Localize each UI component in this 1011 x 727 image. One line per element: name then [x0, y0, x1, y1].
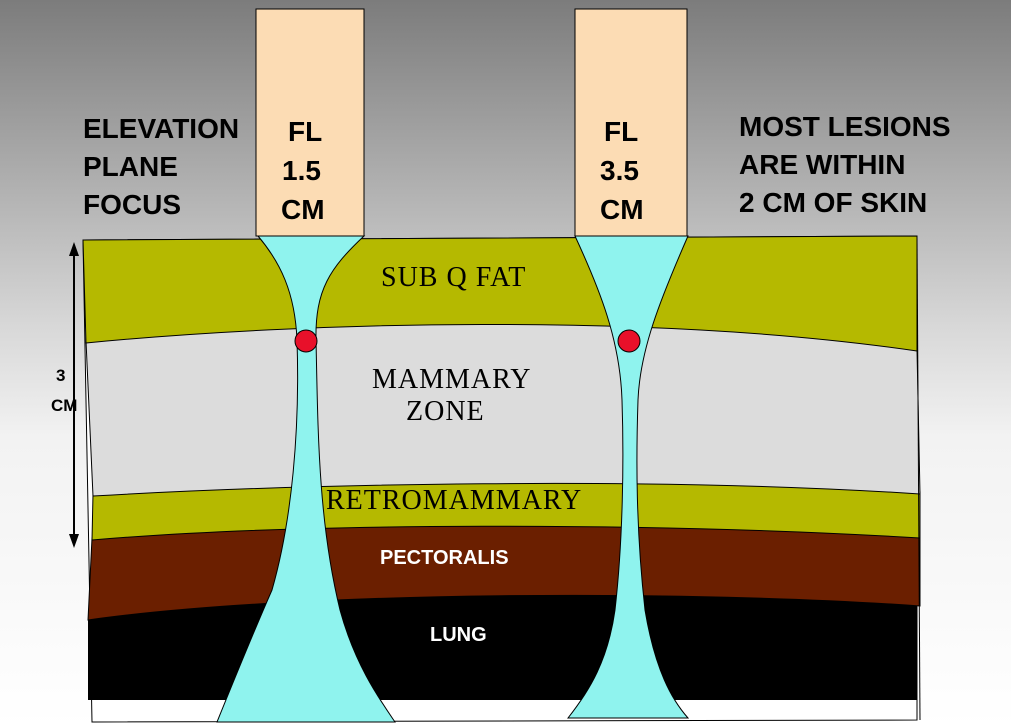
layer-label-pectoralis: PECTORALIS — [380, 547, 509, 569]
layer-lung — [88, 594, 917, 700]
depth-label-unit: CM — [51, 396, 78, 415]
transducer-left-fl: FL — [288, 116, 323, 147]
beam-right — [566, 235, 690, 719]
transducer-left-value: 1.5 — [282, 155, 321, 186]
layer-label-subq-fat: SUB Q FAT — [381, 262, 527, 293]
left-label-line3: FOCUS — [83, 189, 181, 220]
depth-arrow-head-bottom — [69, 534, 79, 548]
right-label-line1: MOST LESIONS — [739, 111, 951, 142]
block-right-edge — [916, 235, 921, 721]
depth-label-value: 3 — [56, 366, 66, 385]
left-label-line1: ELEVATION — [83, 113, 240, 144]
layer-label-mammary: MAMMARY — [372, 364, 532, 395]
layer-label-lung: LUNG — [430, 624, 487, 646]
depth-arrow-head-top — [69, 242, 79, 256]
left-label-line2: PLANE — [83, 151, 178, 182]
layer-label-zone: ZONE — [406, 396, 485, 427]
right-label-line2: ARE WITHIN — [739, 149, 906, 180]
transducer-left-unit: CM — [281, 194, 325, 225]
transducer-right — [574, 8, 688, 237]
lesion-right — [617, 329, 641, 353]
layer-mammary-zone — [85, 322, 921, 497]
transducer-right-unit: CM — [600, 194, 644, 225]
right-label-line3: 2 CM OF SKIN — [739, 187, 928, 218]
lesion-left — [294, 329, 318, 353]
layer-label-retromammary: RETROMAMMARY — [326, 485, 583, 516]
transducer-left — [255, 8, 365, 237]
transducer-right-fl: FL — [604, 116, 639, 147]
transducer-right-value: 3.5 — [600, 155, 639, 186]
